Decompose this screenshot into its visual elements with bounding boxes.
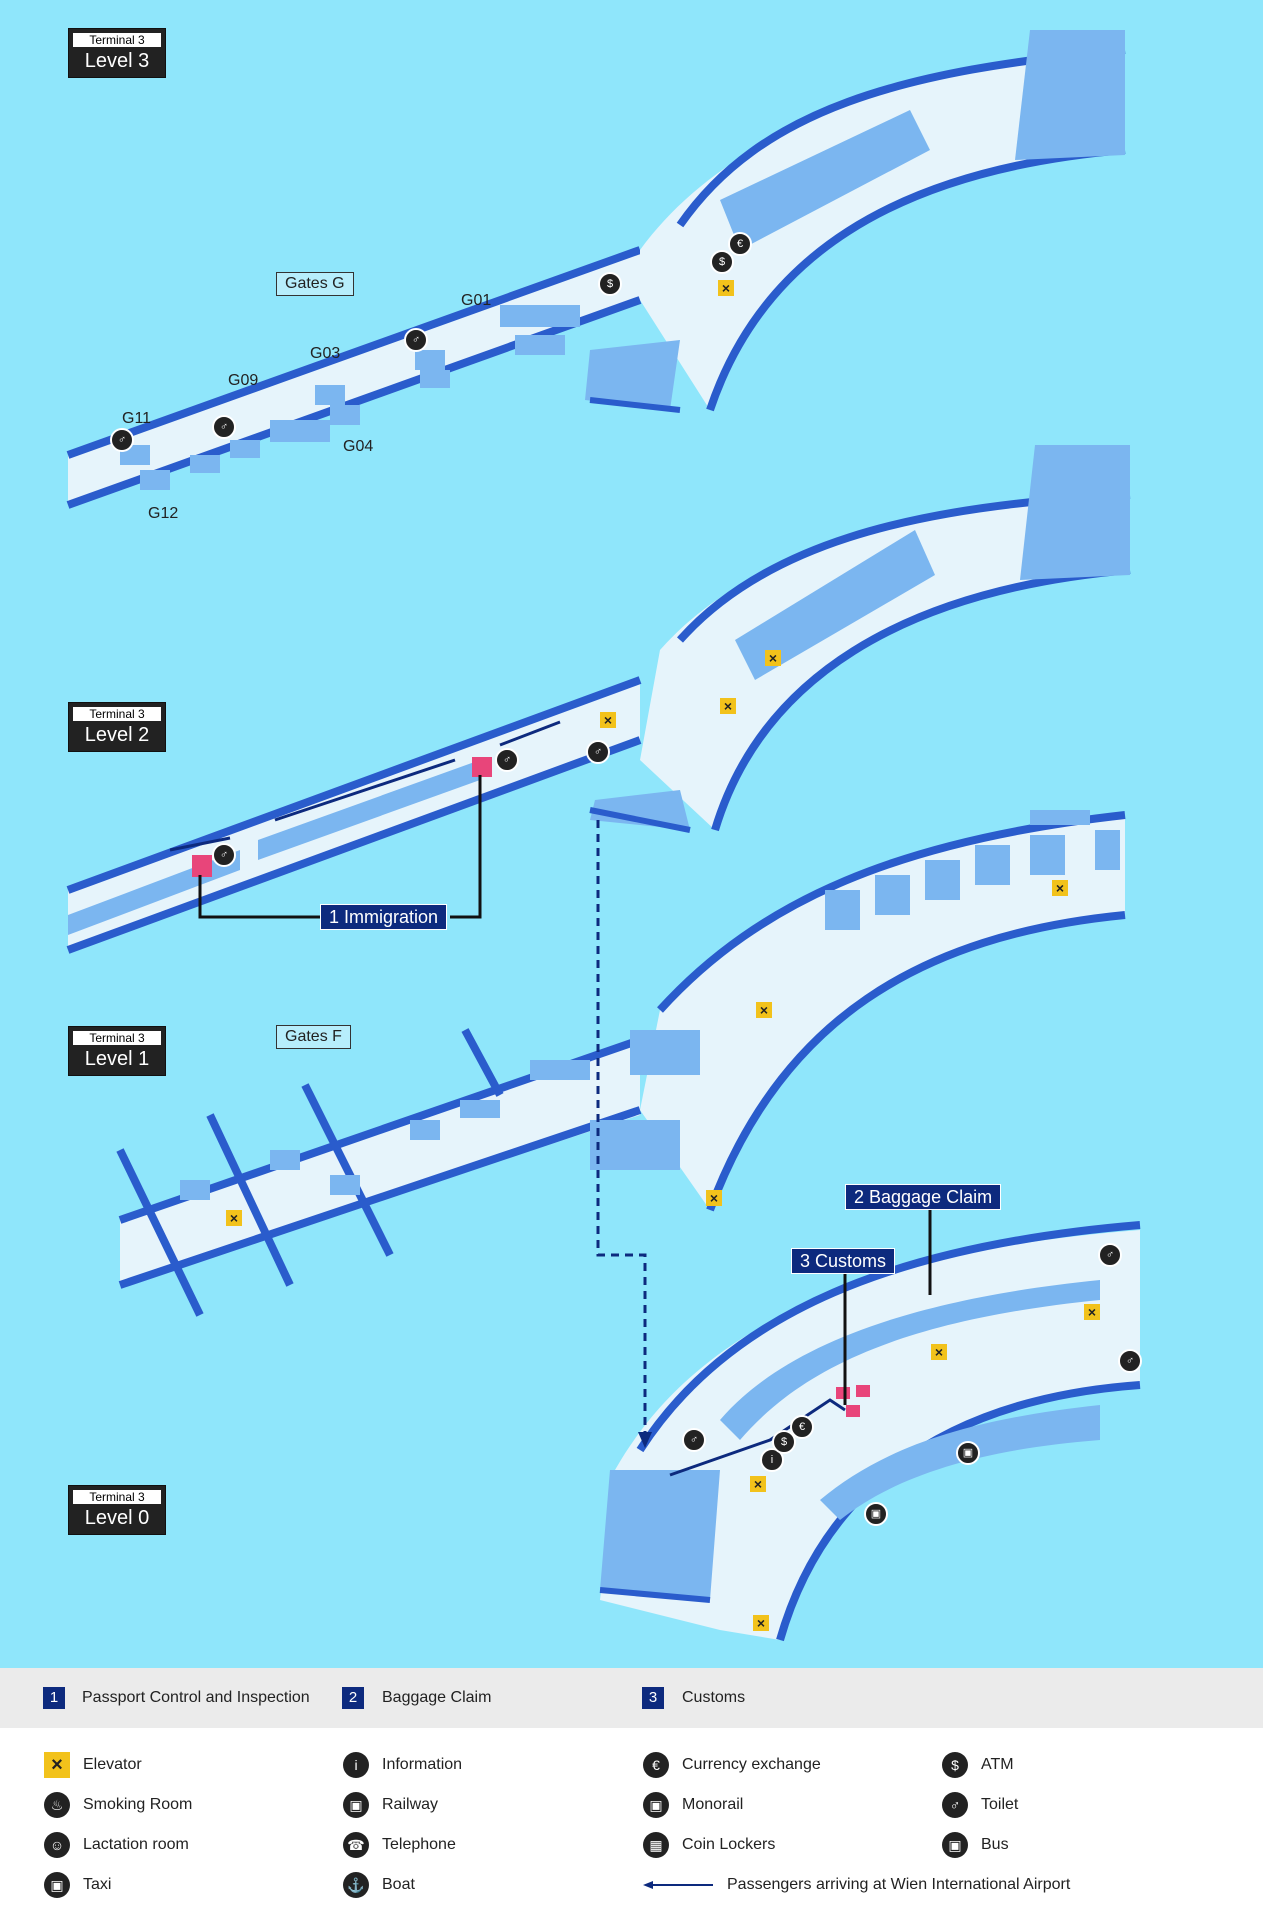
currency-exchange-icon: € <box>643 1752 669 1778</box>
numbered-legend: 1 Passport Control and Inspection 2 Bagg… <box>0 1668 1263 1728</box>
gate-label: G03 <box>310 345 341 362</box>
level-1-badge: Terminal 3 Level 1 <box>68 1026 166 1076</box>
legend-number-badge: 2 <box>342 1687 364 1709</box>
atm-icon: $ <box>598 272 622 296</box>
currency-exchange-icon: € <box>790 1415 814 1439</box>
lactation-room-icon: ☺ <box>44 1832 70 1858</box>
level-3-floor <box>66 30 1126 509</box>
terminal-label: Terminal 3 <box>73 1490 161 1504</box>
elevator-icon: × <box>1084 1304 1100 1320</box>
smoking-room-icon: ♨ <box>44 1792 70 1818</box>
level-label: Level 1 <box>84 1048 150 1070</box>
toilet-icon: ♂ <box>212 843 236 867</box>
gate-label: G04 <box>343 438 374 455</box>
legend-label: Monorail <box>682 1796 744 1813</box>
elevator-icon: × <box>600 712 616 728</box>
toilet-icon: ♂ <box>1098 1243 1122 1267</box>
level-2-floor <box>66 445 1131 954</box>
elevator-icon: × <box>706 1190 722 1206</box>
level-1-floor <box>116 810 1126 1317</box>
toilet-icon: ♂ <box>404 328 428 352</box>
legend-label: Lactation room <box>83 1836 189 1853</box>
level-2-badge: Terminal 3 Level 2 <box>68 702 166 752</box>
map-drawing <box>66 30 1141 1642</box>
gate-label: G09 <box>228 372 259 389</box>
legend-label: Toilet <box>981 1796 1019 1813</box>
legend-label: Information <box>382 1756 463 1773</box>
legend-number-badge: 3 <box>642 1687 664 1709</box>
atm-icon: $ <box>710 250 734 274</box>
level-0-badge: Terminal 3 Level 0 <box>68 1485 166 1535</box>
toilet-icon: ♂ <box>110 428 134 452</box>
currency-exchange-icon: € <box>728 232 752 256</box>
legend-label: Taxi <box>83 1876 112 1893</box>
terminal-map: Terminal 3 Level 3 Terminal 3 Level 2 Te… <box>0 0 1263 1668</box>
telephone-icon: ☎ <box>343 1832 369 1858</box>
elevator-icon: × <box>931 1344 947 1360</box>
gate-label: G12 <box>148 505 179 522</box>
legend-label: Customs <box>682 1689 746 1706</box>
elevator-icon: × <box>1052 880 1068 896</box>
baggage-claim-callout: 2 Baggage Claim <box>845 1184 1002 1210</box>
railway-icon: ▣ <box>343 1792 369 1818</box>
arrival-legend-label: Passengers arriving at Wien Internationa… <box>727 1876 1071 1893</box>
gates-g-label: Gates G <box>276 272 354 296</box>
legend-label: Elevator <box>83 1756 142 1773</box>
taxi-icon: ▣ <box>44 1872 70 1898</box>
terminal-label: Terminal 3 <box>73 33 161 47</box>
bus-icon: ▣ <box>956 1441 980 1465</box>
toilet-icon: ♂ <box>942 1792 968 1818</box>
level-3-badge: Terminal 3 Level 3 <box>68 28 166 78</box>
toilet-icon: ♂ <box>495 748 519 772</box>
legend-label: Baggage Claim <box>382 1689 492 1706</box>
coin-lockers-icon: ▦ <box>643 1832 669 1858</box>
monorail-icon: ▣ <box>643 1792 669 1818</box>
toilet-icon: ♂ <box>682 1428 706 1452</box>
gates-f-label: Gates F <box>276 1025 351 1049</box>
legend-label: ATM <box>981 1756 1014 1773</box>
elevator-icon: × <box>750 1476 766 1492</box>
toilet-icon: ♂ <box>212 415 236 439</box>
atm-icon: $ <box>942 1752 968 1778</box>
legend-label: Boat <box>382 1876 415 1893</box>
legend-label: Coin Lockers <box>682 1836 776 1853</box>
elevator-icon: × <box>753 1615 769 1631</box>
elevator-icon: × <box>44 1752 70 1778</box>
elevator-icon: × <box>720 698 736 714</box>
legend-label: Currency exchange <box>682 1756 821 1773</box>
elevator-icon: × <box>765 650 781 666</box>
elevator-icon: × <box>718 280 734 296</box>
icon-legend: × Elevator i Information € Currency exch… <box>0 1728 1263 1920</box>
taxi-icon: ▣ <box>864 1502 888 1526</box>
toilet-icon: ♂ <box>1118 1349 1142 1373</box>
legend-label: Passport Control and Inspection <box>82 1689 310 1706</box>
toilet-icon: ♂ <box>586 740 610 764</box>
boat-icon: ⚓ <box>343 1872 369 1898</box>
legend-label: Telephone <box>382 1836 456 1853</box>
level-label: Level 0 <box>84 1507 150 1529</box>
bus-icon: ▣ <box>942 1832 968 1858</box>
information-icon: i <box>343 1752 369 1778</box>
legend-label: Bus <box>981 1836 1009 1853</box>
terminal-label: Terminal 3 <box>73 1031 161 1045</box>
arrival-arrow-icon <box>643 1881 713 1889</box>
gate-label: G01 <box>461 292 492 309</box>
gate-label: G11 <box>122 410 152 427</box>
level-label: Level 3 <box>84 50 150 72</box>
legend-label: Railway <box>382 1796 439 1813</box>
elevator-icon: × <box>226 1210 242 1226</box>
legend-number-badge: 1 <box>43 1687 65 1709</box>
immigration-callout: 1 Immigration <box>320 904 448 930</box>
legend-label: Smoking Room <box>83 1796 193 1813</box>
elevator-icon: × <box>756 1002 772 1018</box>
level-label: Level 2 <box>84 724 150 746</box>
terminal-label: Terminal 3 <box>73 707 161 721</box>
customs-callout: 3 Customs <box>791 1248 896 1274</box>
